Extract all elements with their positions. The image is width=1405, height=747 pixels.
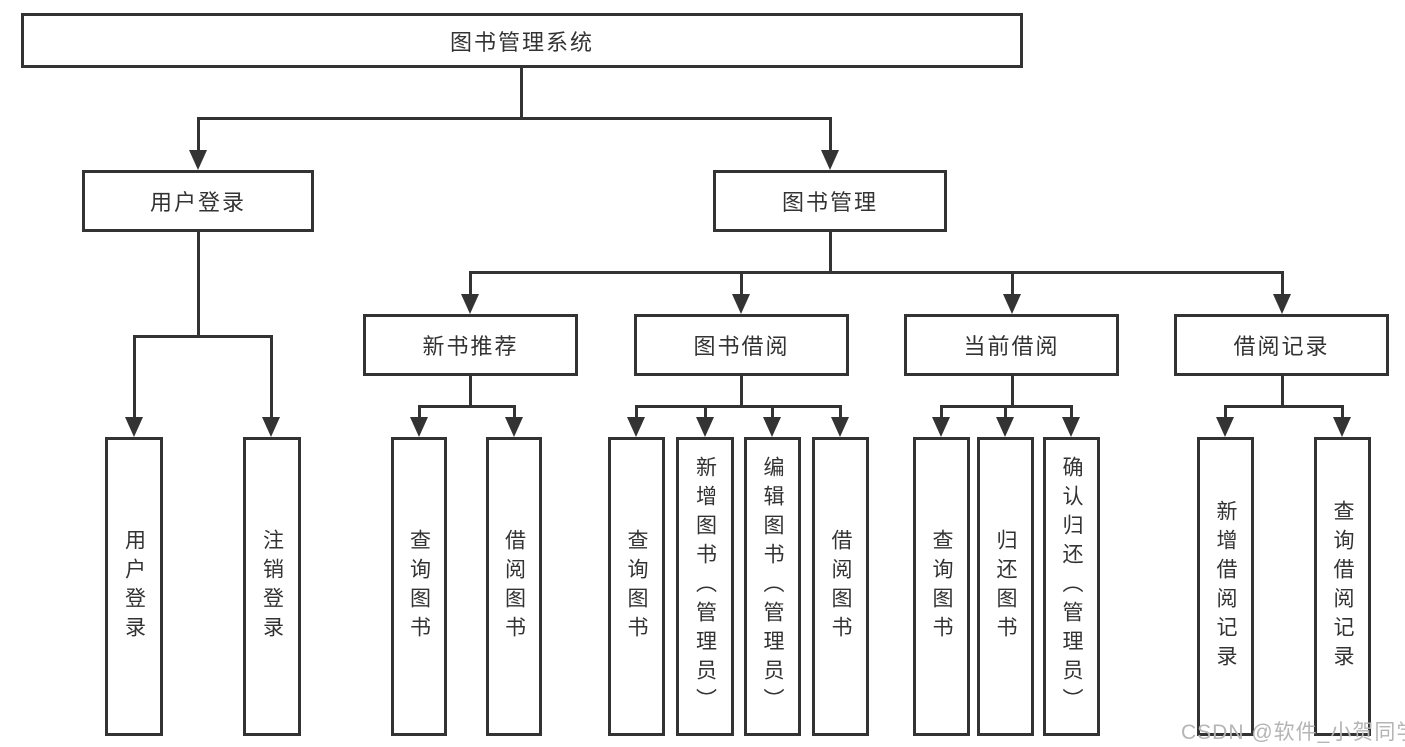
connector-newbook-drop-2 — [513, 405, 516, 419]
connector-record-drop-2 — [1341, 405, 1344, 419]
arrowhead-record-leaf-1 — [1216, 417, 1234, 437]
connector-user-stem — [197, 230, 200, 336]
node-book-borrow: 图书借阅 — [634, 314, 849, 376]
connector-current-drop-1 — [940, 405, 943, 419]
arrowhead-borrow-leaf-3 — [763, 417, 781, 437]
connector-current-drop-2 — [1004, 405, 1007, 419]
connector-newbook-stem — [469, 374, 472, 407]
node-user-login: 用户登录 — [82, 170, 314, 232]
arrowhead-book-mgmt — [821, 150, 839, 170]
connector-level2-drop-2 — [740, 271, 743, 297]
arrowhead-borrow-leaf-1 — [627, 417, 645, 437]
leaf-borrow-edit-admin: 编辑图书（管理员） — [744, 437, 801, 736]
connector-user-horizontal — [133, 335, 273, 338]
connector-user-drop-2 — [270, 335, 273, 419]
connector-level2-drop-4 — [1281, 271, 1284, 297]
leaf-logout: 注销登录 — [243, 437, 301, 736]
arrowhead-current-leaf-3 — [1062, 417, 1080, 437]
connector-level2-horizontal — [469, 271, 1284, 274]
leaf-newbook-borrow: 借阅图书 — [486, 437, 542, 736]
arrowhead-logout-leaf — [262, 417, 280, 437]
leaf-borrow-add-admin: 新增图书（管理员） — [676, 437, 734, 736]
connector-newbook-drop-1 — [418, 405, 421, 419]
connector-user-drop-1 — [133, 335, 136, 419]
leaf-current-query: 查询图书 — [913, 437, 970, 736]
connector-level1-drop-left — [197, 117, 200, 153]
leaf-newbook-query: 查询图书 — [391, 437, 447, 736]
leaf-current-return: 归还图书 — [977, 437, 1034, 736]
connector-current-stem — [1011, 374, 1014, 407]
arrowhead-current-leaf-2 — [996, 417, 1014, 437]
node-borrow-record: 借阅记录 — [1174, 314, 1389, 376]
connector-level1-drop-right — [829, 117, 832, 153]
leaf-borrow-book: 借阅图书 — [812, 437, 869, 736]
arrowhead-borrow-record — [1273, 294, 1291, 314]
connector-current-drop-3 — [1070, 405, 1073, 419]
arrowhead-borrow-leaf-4 — [831, 417, 849, 437]
connector-newbook-horizontal — [418, 405, 516, 408]
connector-record-stem — [1281, 374, 1284, 407]
csdn-watermark: CSDN @软件_小贺同学 — [1181, 721, 1405, 744]
leaf-current-confirm-admin: 确认归还（管理员） — [1043, 437, 1100, 736]
connector-record-drop-1 — [1224, 405, 1227, 419]
connector-level1-horizontal — [197, 117, 832, 120]
arrowhead-new-book — [461, 294, 479, 314]
leaf-record-query: 查询借阅记录 — [1314, 437, 1371, 736]
leaf-record-add: 新增借阅记录 — [1197, 437, 1254, 736]
connector-root-stem — [520, 66, 523, 119]
leaf-borrow-query: 查询图书 — [608, 437, 665, 736]
arrowhead-record-leaf-2 — [1333, 417, 1351, 437]
node-root-system: 图书管理系统 — [21, 13, 1023, 68]
leaf-user-login: 用户登录 — [105, 437, 163, 736]
arrowhead-newbook-leaf-2 — [505, 417, 523, 437]
node-new-book-recommend: 新书推荐 — [363, 314, 578, 376]
arrowhead-current-leaf-1 — [932, 417, 950, 437]
connector-borrow-drop-1 — [635, 405, 638, 419]
node-current-borrow: 当前借阅 — [904, 314, 1119, 376]
connector-borrow-horizontal — [635, 405, 842, 408]
connector-record-horizontal — [1224, 405, 1344, 408]
arrowhead-user-login — [189, 150, 207, 170]
connector-borrow-drop-3 — [771, 405, 774, 419]
connector-borrow-drop-2 — [704, 405, 707, 419]
arrowhead-newbook-leaf-1 — [410, 417, 428, 437]
connector-borrow-stem — [740, 374, 743, 407]
connector-borrow-drop-4 — [839, 405, 842, 419]
connector-level2-drop-1 — [469, 271, 472, 297]
arrowhead-book-borrow — [732, 294, 750, 314]
arrowhead-borrow-leaf-2 — [696, 417, 714, 437]
connector-level2-drop-3 — [1011, 271, 1014, 297]
arrowhead-current-borrow — [1003, 294, 1021, 314]
connector-mgmt-stem — [829, 230, 832, 273]
arrowhead-login-leaf — [125, 417, 143, 437]
node-book-management: 图书管理 — [713, 170, 947, 232]
